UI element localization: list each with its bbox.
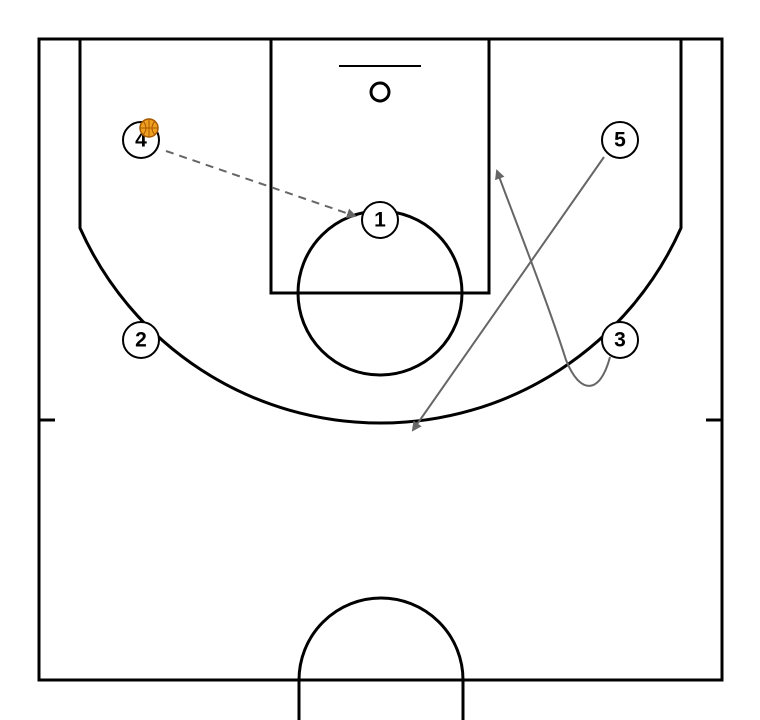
hoop-icon	[369, 81, 391, 103]
player-label: 5	[614, 129, 626, 152]
player-5[interactable]: 5	[601, 121, 639, 159]
basketball-icon	[139, 118, 159, 138]
center-circle	[297, 596, 465, 720]
paint-lane	[269, 37, 491, 295]
player-3[interactable]: 3	[601, 321, 639, 359]
cut-line-5	[411, 156, 605, 432]
pass-line-4-to-1	[165, 150, 357, 219]
player-2[interactable]: 2	[122, 321, 160, 359]
player-label: 2	[135, 329, 147, 352]
three-point-line	[78, 39, 683, 425]
player-label: 3	[614, 329, 626, 352]
player-1[interactable]: 1	[361, 201, 399, 239]
cut-line-3	[495, 169, 611, 387]
player-label: 1	[374, 209, 386, 232]
